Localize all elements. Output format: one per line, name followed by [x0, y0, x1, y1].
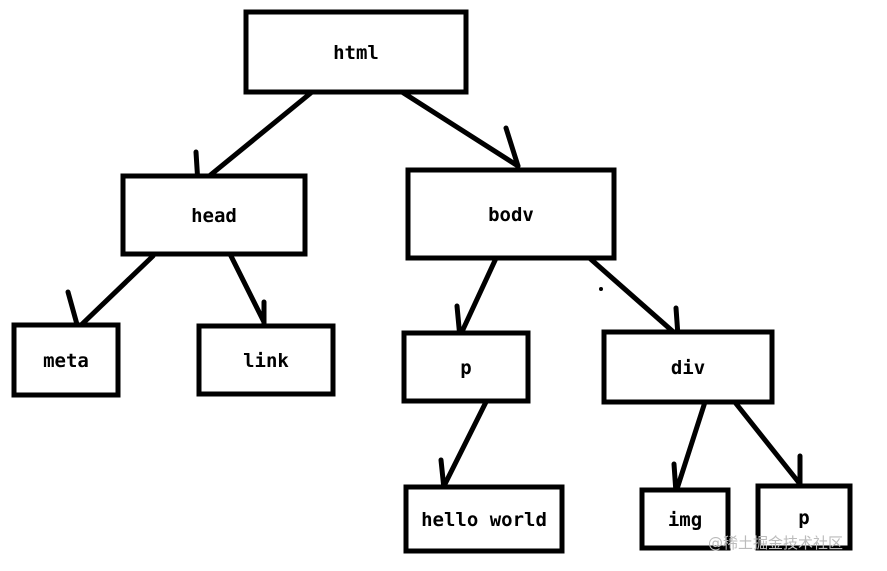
node-box [243, 9, 469, 95]
node-label: meta [43, 350, 89, 372]
node-box [120, 173, 308, 257]
node-body: bodv [405, 167, 617, 261]
edge-line [399, 89, 521, 169]
edge-head-meta [65, 253, 156, 331]
stray-dot [599, 287, 603, 291]
node-label: img [668, 509, 702, 531]
edges-layer [65, 89, 803, 496]
node-label: head [191, 205, 237, 227]
edge-p1-hello [438, 399, 489, 492]
node-meta: meta [11, 322, 121, 398]
edge-arrow-tick [65, 289, 81, 331]
watermark-text: @稀土掘金技术社区 [708, 534, 843, 552]
node-box [755, 483, 853, 551]
edge-html-body [399, 89, 521, 169]
nodes-layer: html head bodv meta link p div hello world img p [11, 9, 853, 554]
node-label: hello world [421, 509, 547, 531]
node-label: p [798, 507, 809, 529]
node-p2: p [755, 483, 853, 551]
edge-line [194, 89, 315, 189]
node-p1: p [401, 330, 531, 404]
node-div: div [601, 329, 775, 405]
node-label: bodv [488, 204, 534, 226]
edge-arrow-tick [503, 125, 521, 169]
node-box [403, 484, 565, 554]
edge-line [75, 253, 156, 331]
node-label: div [671, 357, 705, 379]
node-link: link [196, 323, 336, 397]
node-box [601, 329, 775, 405]
edge-line [673, 399, 708, 495]
node-img: img [639, 487, 731, 551]
node-label: p [460, 357, 471, 379]
node-label: html [333, 42, 379, 64]
node-label: link [243, 350, 289, 372]
node-head: head [120, 173, 308, 257]
node-hello: hello world [403, 484, 565, 554]
edge-div-p2 [727, 393, 803, 489]
edge-div-img [671, 399, 708, 496]
edge-line [727, 393, 803, 487]
node-box [639, 487, 731, 551]
edge-html-head [193, 89, 315, 189]
node-box [196, 323, 336, 397]
edge-arrow-tick [438, 457, 447, 492]
node-html: html [243, 9, 469, 95]
edge-line [440, 399, 489, 491]
node-box [11, 322, 121, 398]
node-box [401, 330, 531, 404]
node-box [405, 167, 617, 261]
